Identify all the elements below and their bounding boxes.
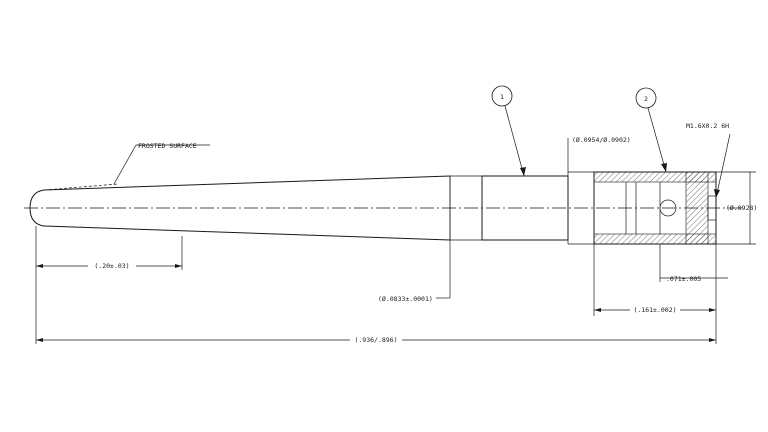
overall-length-label: (.936/.896): [354, 336, 397, 344]
balloon-1: [491, 85, 513, 107]
balloon-1-label: 1: [500, 93, 504, 101]
frosted-surface-marking: [43, 183, 119, 191]
balloon-2-arrow: [661, 163, 667, 172]
sleeve-arrow-left: [594, 308, 601, 312]
balloon-1-leader: [504, 105, 525, 177]
cross-hole: [659, 199, 677, 217]
taper-upper-edge: [43, 175, 451, 191]
thread-spec-leader: [715, 133, 731, 199]
overall-label-bg: [350, 335, 402, 344]
thread-spec-label: M1.6X0.2 6H: [686, 122, 729, 130]
sleeve-end-hatch: [685, 171, 709, 245]
overall-arrow-left: [36, 338, 43, 342]
sleeve-arrow-right: [709, 308, 716, 312]
taper-lower-edge: [43, 225, 451, 241]
thread-spec-arrow: [714, 189, 720, 198]
sleeve-wall-upper-hatch: [593, 171, 717, 183]
thread-offset-label: .071±.005: [666, 275, 701, 283]
sleeve-wall-lower-hatch: [593, 233, 717, 245]
tip-arrow-right: [175, 264, 182, 268]
balloon-1-arrow: [520, 167, 526, 176]
balloon-2-label: 2: [644, 95, 648, 103]
tip-arrow-left: [36, 264, 43, 268]
tip-label-bg: [88, 261, 136, 270]
balloon-2: [635, 87, 657, 109]
overall-arrow-right: [709, 338, 716, 342]
pin-tip: [29, 189, 45, 227]
tip-length-label: (.20±.03): [94, 262, 129, 270]
frosted-surface-label: FROSTED SURFACE: [138, 142, 197, 150]
outer-diameter-label: (Ø.0928): [726, 204, 757, 212]
balloon-2-leader: [647, 107, 667, 173]
frosted-leader: [113, 144, 137, 185]
sleeve-length-label: (.161±.002): [633, 306, 676, 314]
bore-diameter-label: (Ø.0954/Ø.0902): [572, 136, 631, 144]
sleeve-label-bg: [630, 305, 680, 314]
shaft-diameter-label: (Ø.0833±.0001): [378, 295, 433, 303]
